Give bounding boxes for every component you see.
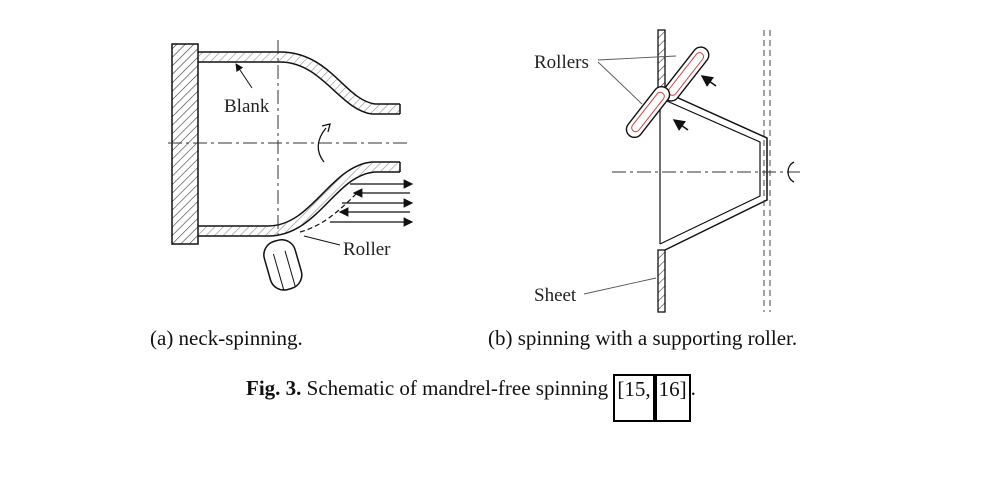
sheet-flange-bottom: [657, 249, 666, 313]
panel-a-diagram: Blank Roller: [168, 40, 414, 291]
blank-bottom-hatch: [198, 162, 400, 236]
blank-leader: [235, 63, 253, 89]
rollers-leader-1: [597, 55, 677, 61]
chuck-wall: [171, 43, 199, 245]
rollers-leader-2: [597, 61, 643, 105]
label-roller: Roller: [343, 239, 391, 260]
citation-link-16[interactable]: 16]: [654, 374, 691, 422]
figure-caption: Fig. 3. Schematic of mandrel-free spinni…: [246, 374, 696, 422]
panel-b-diagram: Rollers Sheet: [534, 29, 800, 313]
label-sheet: Sheet: [534, 285, 577, 306]
rotation-icon-b: [787, 161, 795, 183]
caption-text: Schematic of mandrel-free spinning: [301, 376, 614, 400]
feed-arrow-upper: [700, 75, 717, 87]
feed-arrow-lower: [672, 119, 689, 131]
cone-inner: [659, 97, 761, 245]
rotation-icon-a: [317, 127, 327, 163]
label-blank: Blank: [224, 96, 270, 117]
roller-path-arrows: [299, 179, 414, 233]
roller-leader: [303, 235, 341, 246]
label-rollers: Rollers: [534, 52, 589, 73]
subcaption-a: (a) neck-spinning.: [150, 326, 303, 350]
roller-a: [263, 239, 303, 291]
subcaption-b: (b) spinning with a supporting roller.: [488, 326, 798, 350]
caption-end: .: [690, 376, 696, 400]
citation-link-15[interactable]: [15,: [613, 374, 655, 422]
cone-outer: [664, 91, 768, 251]
roller-b-lower: [625, 85, 671, 139]
blank-top-hatch: [198, 52, 400, 114]
sheet-leader: [583, 277, 657, 295]
sheet-flange-top: [657, 29, 666, 93]
figure-label: Fig. 3.: [246, 376, 302, 400]
